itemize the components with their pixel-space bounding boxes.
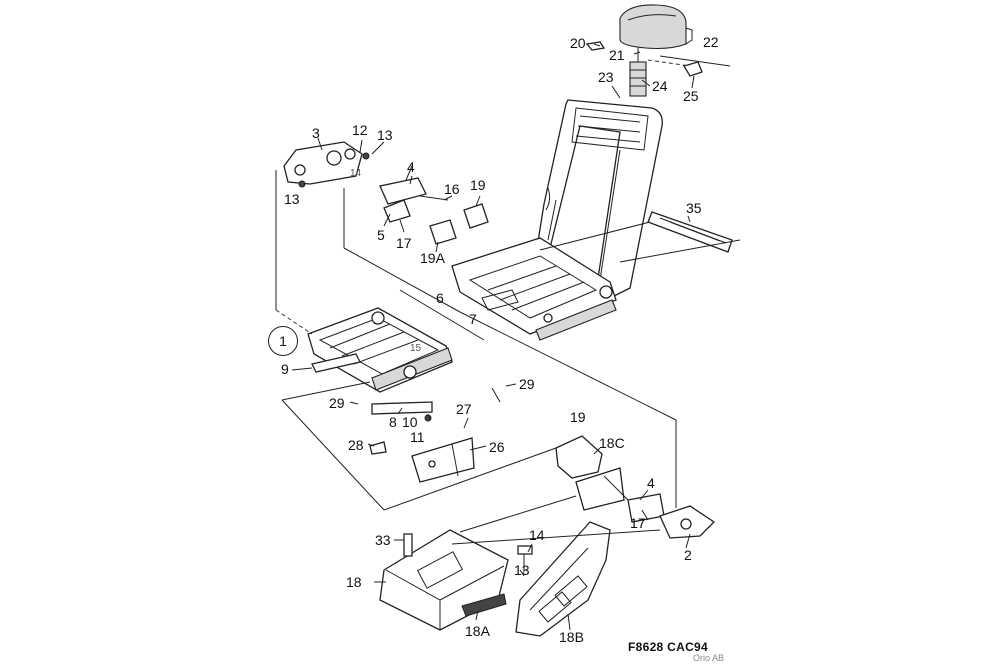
callout-14: 14 (350, 168, 362, 179)
slide-rail-35 (647, 211, 733, 253)
callout-17: 17 (630, 515, 646, 531)
upper-motor-assembly (283, 141, 489, 245)
assembly-marker-label: 1 (279, 333, 287, 349)
callout-16: 16 (444, 181, 460, 197)
callout-14: 14 (529, 527, 545, 543)
headrest (619, 4, 693, 50)
callout-18B: 18B (559, 629, 584, 645)
lower-motor-assembly (555, 435, 716, 539)
callout-7: 7 (469, 311, 477, 327)
callout-13: 13 (377, 127, 393, 143)
bracket-26 (369, 437, 475, 483)
callout-18: 18 (346, 574, 362, 590)
leader-lines (275, 43, 741, 631)
headrest-guide-parts (585, 41, 731, 97)
control-unit-18 (379, 529, 509, 631)
callout-22: 22 (703, 34, 719, 50)
drawing-code: F8628 CAC94 (628, 640, 709, 654)
callout-9: 9 (281, 361, 289, 377)
callout-29: 29 (329, 395, 345, 411)
callout-19: 19 (570, 409, 586, 425)
assembly-marker-1: 1 (268, 326, 298, 356)
callout-21: 21 (609, 47, 625, 63)
seat-cushion-frame (451, 237, 617, 341)
callout-17: 17 (396, 235, 412, 251)
callout-19: 19 (470, 177, 486, 193)
callout-10: 10 (402, 414, 418, 430)
callout-35: 35 (686, 200, 702, 216)
callout-5: 5 (377, 227, 385, 243)
callout-20: 20 (570, 35, 586, 51)
callout-18C: 18C (599, 435, 625, 451)
company-watermark: Orio AB (693, 653, 725, 663)
callout-26: 26 (489, 439, 505, 455)
callout-19A: 19A (420, 250, 445, 266)
callout-6: 6 (436, 290, 444, 306)
callout-29: 29 (519, 376, 535, 392)
callout-24: 24 (652, 78, 668, 94)
callout-25: 25 (683, 88, 699, 104)
callout-23: 23 (598, 69, 614, 85)
callout-4: 4 (647, 475, 655, 491)
callout-15: 15 (410, 343, 422, 354)
side-cover-18b (515, 521, 611, 637)
callout-3: 3 (312, 125, 320, 141)
callout-28: 28 (348, 437, 364, 453)
callout-12: 12 (352, 122, 368, 138)
callout-18A: 18A (465, 623, 490, 639)
callout-13: 13 (284, 191, 300, 207)
callout-11: 11 (410, 429, 425, 445)
callout-2: 2 (684, 547, 692, 563)
callout-13: 13 (514, 562, 530, 578)
callout-33: 33 (375, 532, 391, 548)
callout-8: 8 (389, 414, 397, 430)
callout-4: 4 (407, 159, 415, 175)
callout-27: 27 (456, 401, 472, 417)
